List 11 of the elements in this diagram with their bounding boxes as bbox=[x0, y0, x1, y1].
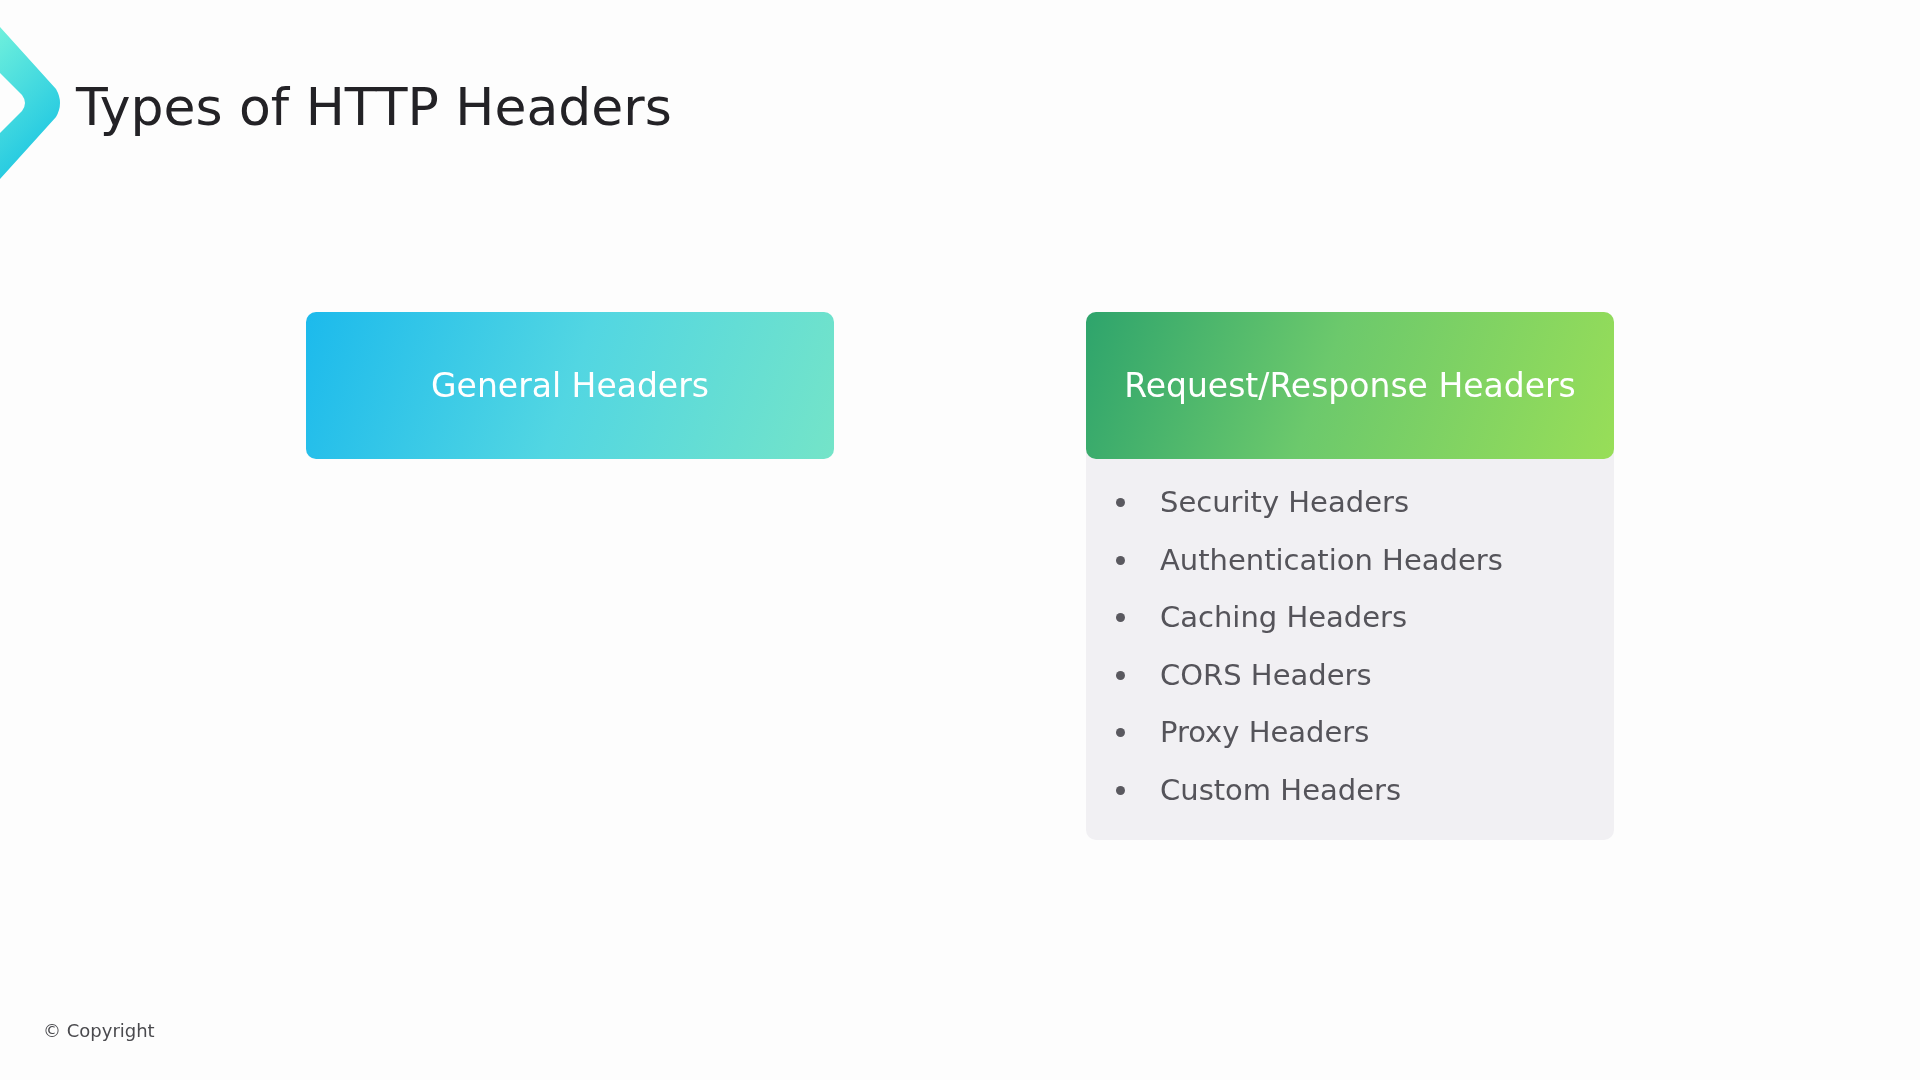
slide-title: Types of HTTP Headers bbox=[76, 76, 672, 139]
list-item: Custom Headers bbox=[1160, 772, 1402, 808]
list-item: Caching Headers bbox=[1160, 600, 1408, 635]
card-heading: Request/Response Headers bbox=[1086, 312, 1614, 459]
list-item: Proxy Headers bbox=[1160, 715, 1370, 750]
list-item: CORS Headers bbox=[1160, 657, 1372, 693]
list-item: Authentication Headers bbox=[1160, 542, 1503, 578]
copyright-note: © Copyright bbox=[43, 1020, 155, 1042]
list-item: Security Headers bbox=[1160, 485, 1409, 520]
category-box: General Headers bbox=[306, 312, 834, 459]
category-card bbox=[1086, 312, 1614, 840]
